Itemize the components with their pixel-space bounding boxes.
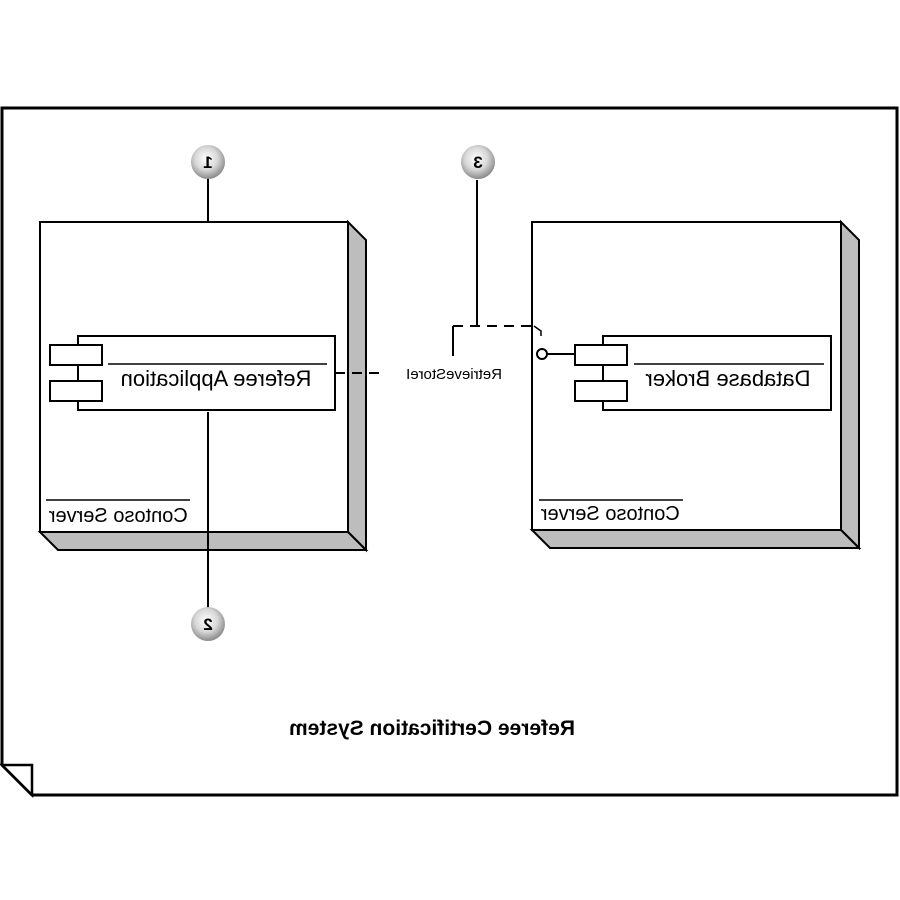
callout-3: 3 xyxy=(461,145,495,179)
left-node-label: Contoso Server xyxy=(49,505,188,527)
callout-1: 1 xyxy=(191,145,225,179)
right-component: Database Broker xyxy=(574,335,832,411)
callout-1-number: 1 xyxy=(203,153,212,172)
interface-label: RetrieveStoreI xyxy=(406,366,502,383)
left-component-label: Referee Application xyxy=(121,366,312,391)
callout-2-number: 2 xyxy=(203,615,212,634)
right-component-label: Database Broker xyxy=(645,366,810,391)
diagram-title: Referee Certification System xyxy=(289,717,575,740)
interface-lollipop-icon xyxy=(536,348,548,360)
callout-2: 2 xyxy=(191,607,225,641)
left-component: Referee Application xyxy=(49,335,336,411)
right-node-label: Contoso Server xyxy=(541,503,680,525)
interface-connection: RetrieveStoreI xyxy=(335,325,575,383)
callout-3-number: 3 xyxy=(473,153,482,172)
